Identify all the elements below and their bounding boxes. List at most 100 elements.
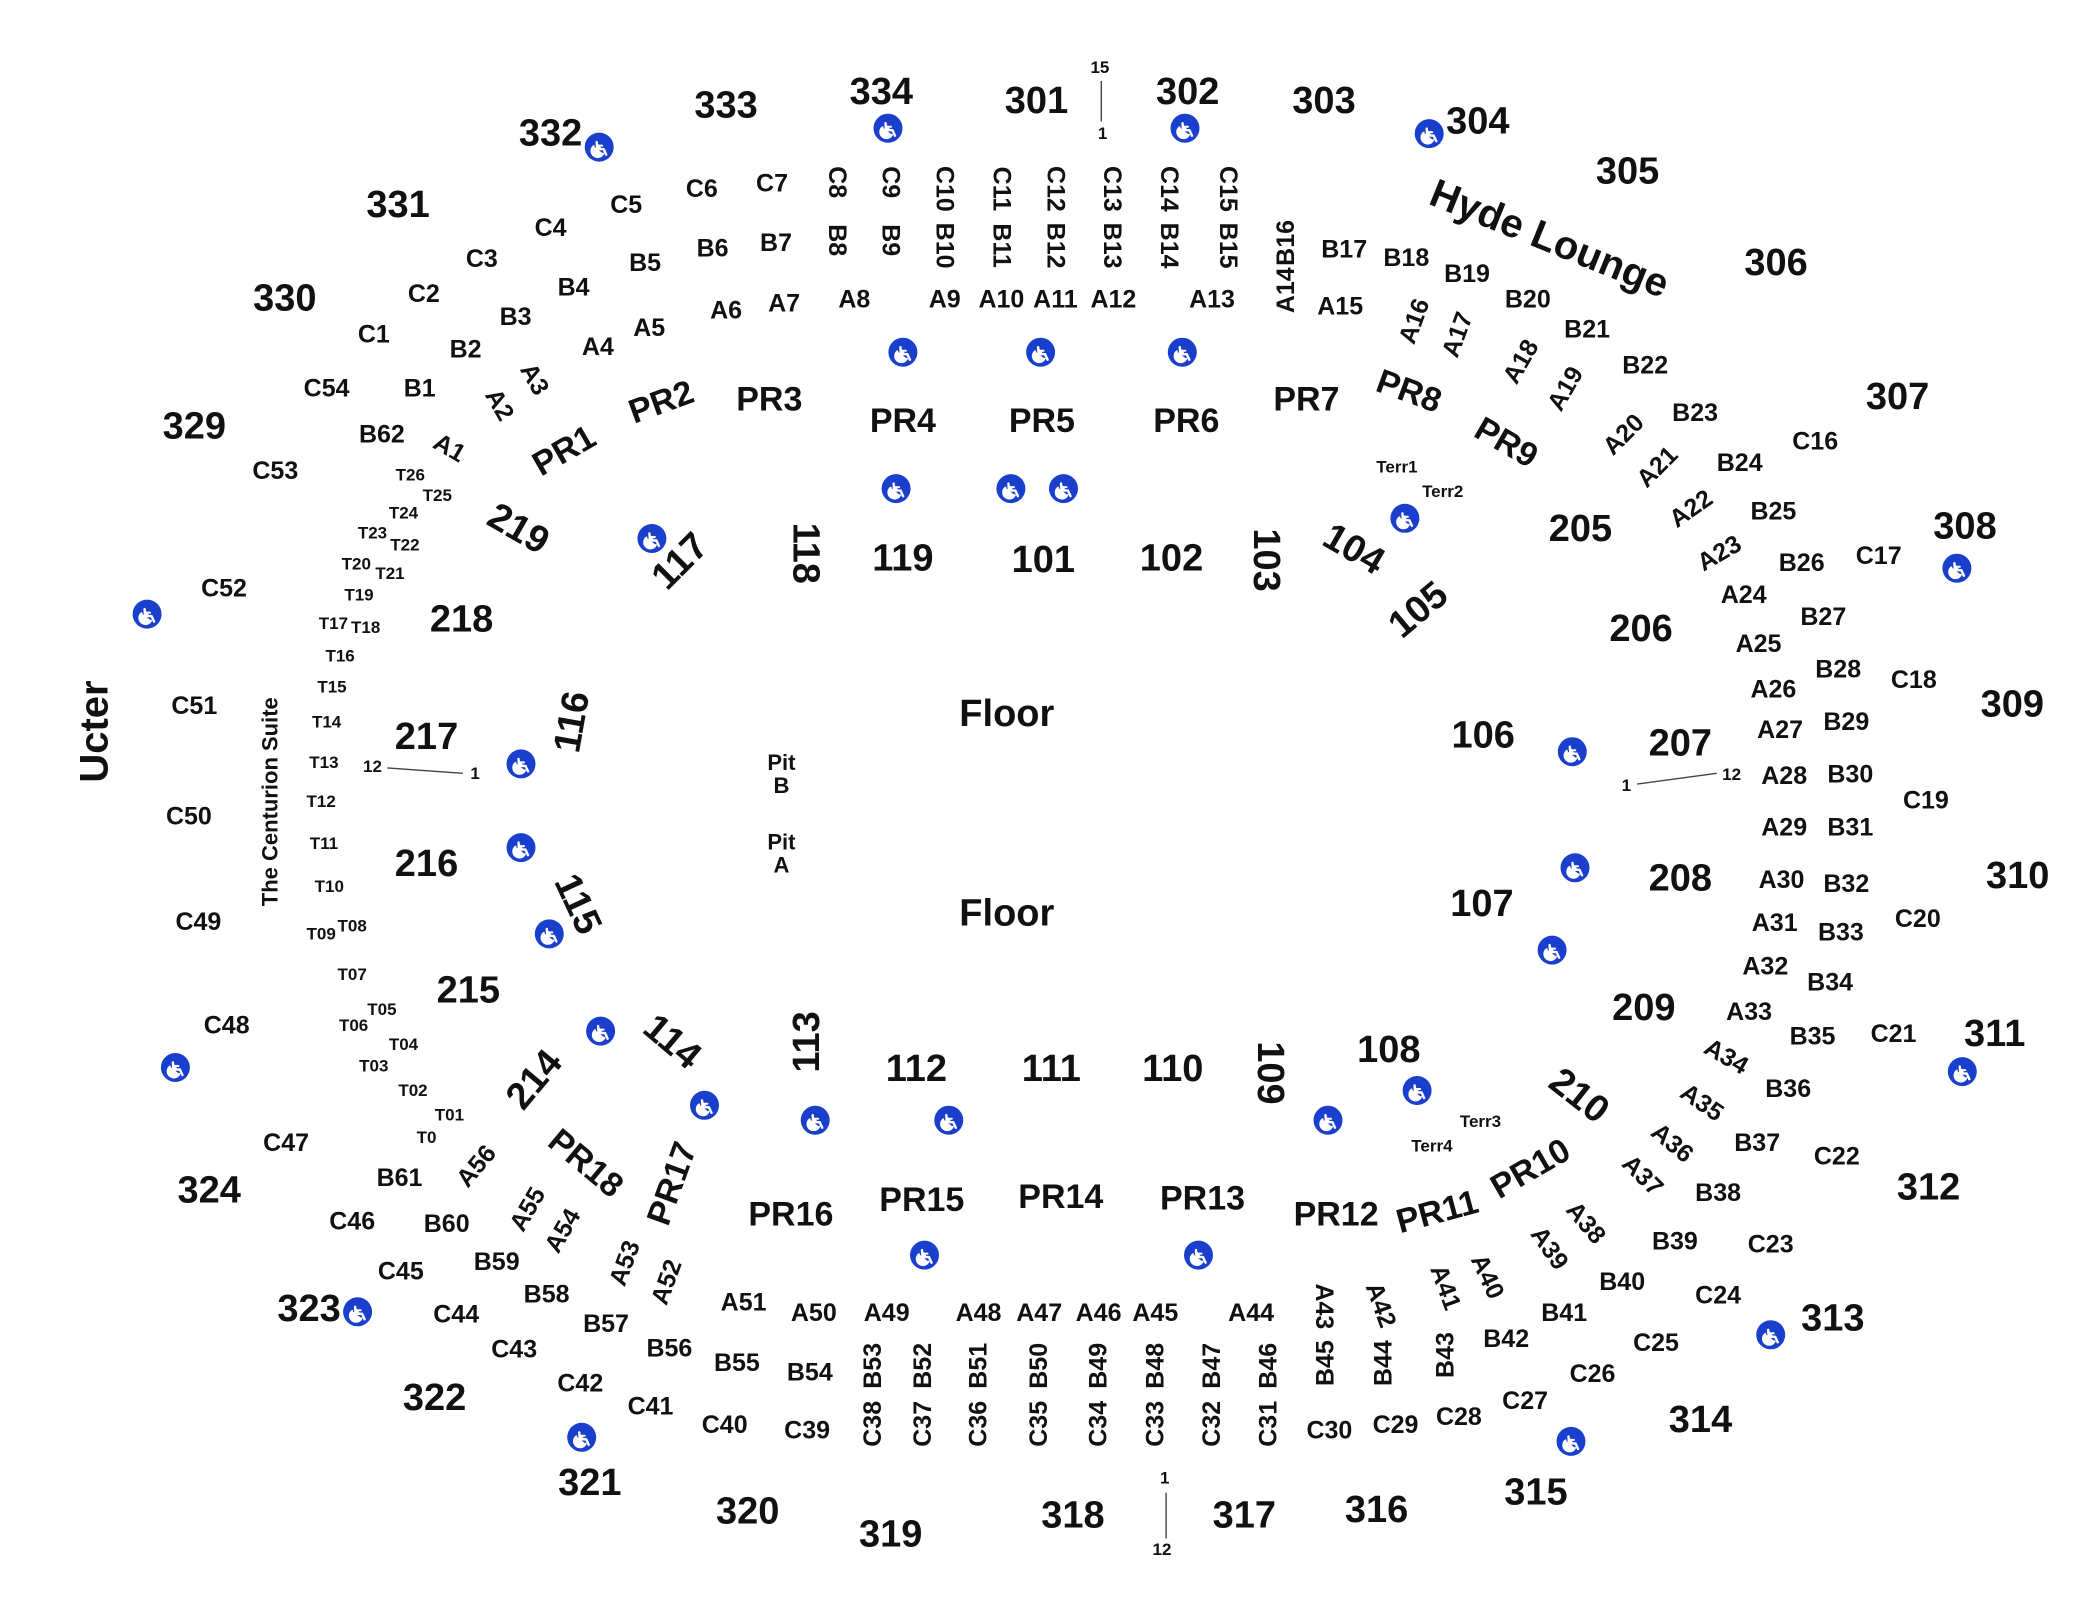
wheelchair-icon xyxy=(1049,474,1078,504)
wheelchair-icon xyxy=(343,1297,373,1327)
box-a-a42: A42 xyxy=(1360,1279,1402,1332)
box-b-b44: B44 xyxy=(1369,1340,1397,1386)
box-c-c8: C8 xyxy=(823,166,851,198)
section-100-level-111: 111 xyxy=(1022,1048,1081,1090)
box-t-t05: T05 xyxy=(367,1000,396,1019)
box-a-a2: A2 xyxy=(479,384,519,426)
section-100-level-105: 105 xyxy=(1381,574,1457,647)
box-c-c20: C20 xyxy=(1895,905,1941,933)
box-a-a51: A51 xyxy=(721,1288,767,1316)
section-100-level-109: 109 xyxy=(1249,1041,1291,1104)
box-t-t01: T01 xyxy=(435,1105,464,1124)
section-300-level-301: 301 xyxy=(1005,80,1068,122)
terrace-terr3: Terr3 xyxy=(1460,1112,1501,1131)
box-c-c34: C34 xyxy=(1085,1401,1113,1447)
box-c-c49: C49 xyxy=(175,908,221,936)
box-b-b3: B3 xyxy=(500,303,532,331)
private-suite-pr13: PR13 xyxy=(1160,1180,1245,1218)
box-c-c27: C27 xyxy=(1502,1387,1548,1415)
box-b-b22: B22 xyxy=(1622,352,1668,380)
box-b-b49: B49 xyxy=(1085,1343,1113,1389)
box-a-a31: A31 xyxy=(1752,909,1798,937)
private-suite-pr17: PR17 xyxy=(640,1137,705,1230)
section-200-level-209: 209 xyxy=(1612,987,1675,1029)
section-100-level-112: 112 xyxy=(886,1048,947,1090)
box-t-t21: T21 xyxy=(375,564,404,583)
box-b-b6: B6 xyxy=(697,234,729,262)
box-t-t15: T15 xyxy=(317,678,346,697)
box-a-a8: A8 xyxy=(838,286,870,314)
box-a-a19: A19 xyxy=(1542,362,1589,416)
box-b-b5: B5 xyxy=(629,249,661,277)
wheelchair-icon xyxy=(881,474,911,504)
box-c-c42: C42 xyxy=(557,1369,603,1397)
section-300-level-309: 309 xyxy=(1981,684,2044,726)
section-300-level-332: 332 xyxy=(519,113,582,155)
box-c-c22: C22 xyxy=(1814,1143,1860,1171)
box-t-t12: T12 xyxy=(307,792,336,811)
box-t-t22: T22 xyxy=(390,536,419,555)
section-200-level-219: 219 xyxy=(480,495,556,563)
box-a-a38: A38 xyxy=(1560,1196,1611,1249)
section-300-level-321: 321 xyxy=(558,1462,621,1504)
box-t-t20: T20 xyxy=(342,555,371,574)
private-suite-pr2: PR2 xyxy=(624,373,699,431)
section-200-level-205: 205 xyxy=(1549,508,1612,550)
row-marker-left-low: 1 xyxy=(470,764,479,783)
section-300-level-323: 323 xyxy=(277,1288,340,1330)
private-suite-pr8: PR8 xyxy=(1371,362,1446,420)
box-a-a55: A55 xyxy=(504,1182,551,1236)
box-b-b31: B31 xyxy=(1827,813,1873,841)
box-c-c38: C38 xyxy=(859,1401,887,1447)
box-a-a11: A11 xyxy=(1033,286,1078,314)
section-300-level-320: 320 xyxy=(716,1491,779,1533)
box-c-c6: C6 xyxy=(686,175,718,203)
box-t-t08: T08 xyxy=(338,916,367,935)
section-200-level-214: 214 xyxy=(498,1042,571,1118)
box-b-b61: B61 xyxy=(377,1164,423,1192)
section-100-level-108: 108 xyxy=(1357,1029,1420,1071)
box-c-c12: C12 xyxy=(1041,166,1069,212)
private-suite-pr14: PR14 xyxy=(1018,1178,1103,1216)
box-c-c5: C5 xyxy=(610,191,642,219)
centurion-suite-label: The Centurion Suite xyxy=(257,697,282,906)
box-c-c9: C9 xyxy=(877,166,905,198)
wheelchair-icon xyxy=(800,1105,830,1135)
wheelchair-icon xyxy=(1942,553,1972,583)
row-marker-bottom-low: 12 xyxy=(1153,1540,1172,1559)
box-b-b57: B57 xyxy=(583,1310,629,1338)
box-c-c37: C37 xyxy=(909,1401,937,1447)
box-b-b58: B58 xyxy=(524,1280,570,1308)
box-c-c14: C14 xyxy=(1155,166,1183,212)
box-a-a37: A37 xyxy=(1616,1149,1668,1201)
private-suite-pr9: PR9 xyxy=(1468,410,1544,476)
box-t-t10: T10 xyxy=(315,877,344,896)
box-a-a5: A5 xyxy=(633,314,665,342)
wheelchair-icon xyxy=(1947,1057,1977,1087)
box-a-a28: A28 xyxy=(1761,762,1807,790)
section-100-level-104: 104 xyxy=(1316,515,1392,583)
box-b-b33: B33 xyxy=(1818,919,1864,947)
section-100-level-119: 119 xyxy=(872,538,933,580)
section-300-level-307: 307 xyxy=(1866,376,1929,418)
box-t-t02: T02 xyxy=(398,1081,427,1100)
wheelchair-icon xyxy=(690,1090,719,1120)
pit-b-label-letter: B xyxy=(773,773,789,798)
box-a-a18: A18 xyxy=(1497,335,1544,389)
box-a-a40: A40 xyxy=(1465,1250,1510,1303)
wheelchair-icon xyxy=(1402,1076,1432,1105)
section-300-level-322: 322 xyxy=(403,1377,466,1419)
box-t-t16: T16 xyxy=(325,646,354,665)
section-300-level-306: 306 xyxy=(1744,242,1807,284)
box-b-b60: B60 xyxy=(424,1210,470,1238)
box-b-b32: B32 xyxy=(1823,870,1869,898)
box-c-c45: C45 xyxy=(378,1257,424,1285)
box-b-b36: B36 xyxy=(1765,1075,1811,1103)
box-b-b17: B17 xyxy=(1321,236,1367,264)
box-b-b50: B50 xyxy=(1025,1343,1053,1389)
wheelchair-icon xyxy=(1560,853,1590,883)
section-100-level-118: 118 xyxy=(785,523,827,584)
box-b-b23: B23 xyxy=(1672,399,1718,427)
